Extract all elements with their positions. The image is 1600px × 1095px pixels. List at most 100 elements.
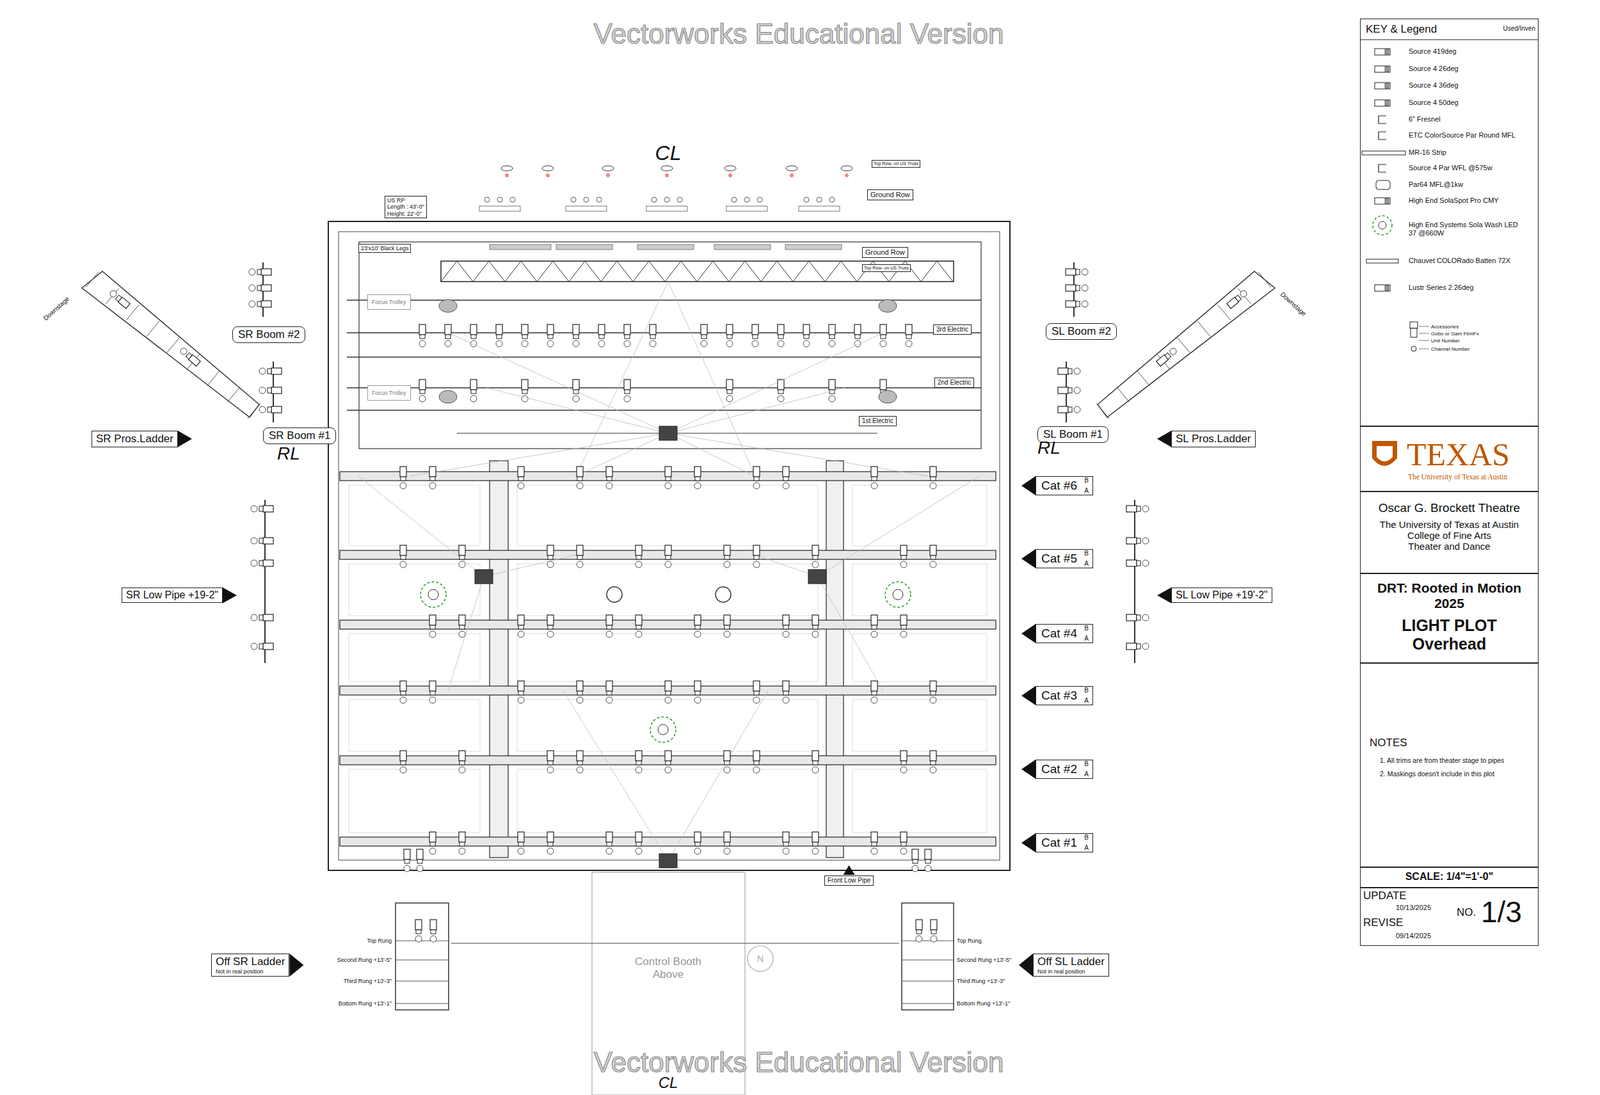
ladder-rung <box>1136 370 1150 386</box>
sola-wash <box>885 581 911 608</box>
channel-circle <box>248 268 256 276</box>
channel-circle <box>752 340 759 347</box>
channel-circle <box>419 340 426 347</box>
label-arrow <box>1021 476 1036 496</box>
luminaire-body <box>429 832 436 843</box>
node-text: 3rd Electric <box>936 325 969 334</box>
plot-annotation: Top Rung <box>366 937 392 944</box>
luminaire-symbol <box>429 466 436 489</box>
luminaire-lens <box>783 476 789 481</box>
luminaire-body <box>915 919 923 930</box>
legend-entry: Par64 MFL@1kw <box>1408 180 1464 189</box>
luminaire-symbol <box>624 324 631 347</box>
node-text: 2. Maskings doesn't include in this plot <box>1379 769 1495 778</box>
luminaire-symbol <box>547 615 554 638</box>
luminaire-symbol <box>517 680 525 704</box>
luminaire-symbol <box>259 387 282 394</box>
plot-annotation: Accessories <box>1431 323 1459 330</box>
top-row-light <box>724 165 736 171</box>
luminaire-symbol <box>400 545 407 568</box>
luminaire-symbol <box>930 919 937 943</box>
luminaire-lens <box>518 691 524 696</box>
luminaire-body <box>430 919 437 930</box>
plot-label-box: 23'x10' Black Legs <box>358 243 411 253</box>
luminaire-body <box>900 615 907 626</box>
luminaire-lens <box>1136 506 1141 512</box>
node-text: A <box>1084 696 1089 705</box>
channel-circle <box>694 631 701 638</box>
channel-circle <box>430 935 437 943</box>
luminaire-lens <box>1164 352 1172 360</box>
plot-label-box: SR Boom #1 <box>263 427 336 445</box>
plot-annotation: N <box>757 953 764 964</box>
luminaire-lens <box>1136 560 1141 566</box>
focus-line <box>486 387 669 434</box>
channel-circle <box>1239 289 1248 299</box>
luminaire-body <box>606 615 613 626</box>
channel-circle <box>248 284 256 292</box>
channel-circle <box>458 561 466 568</box>
luminaire-lens <box>606 476 612 481</box>
luminaire-body <box>635 615 642 626</box>
luminaire-symbol <box>517 466 525 489</box>
legend-entry: Source 419deg <box>1408 47 1457 56</box>
legend-wash <box>1372 215 1392 235</box>
luminaire-lens <box>267 368 272 374</box>
luminaire-body <box>812 545 819 556</box>
title-block-panel: UPDATE10/13/2025REVISE09/14/2025NO.1/3 <box>1360 887 1539 946</box>
node-text: REVISE <box>1363 916 1403 930</box>
channel-circle <box>900 766 907 774</box>
luminaire-body <box>547 615 554 626</box>
channel-circle <box>635 631 642 638</box>
luminaire-symbol <box>871 680 878 704</box>
channel-circle <box>250 537 258 544</box>
luminaire-symbol <box>753 680 760 704</box>
luminaire-lens <box>459 625 465 630</box>
luminaire-body <box>458 832 466 843</box>
luminaire-lens <box>930 760 936 765</box>
legend-entry: ETC ColorSource Par Round MFL <box>1408 131 1516 140</box>
plot-label-box: Cat #4BA <box>1035 624 1094 644</box>
luminaire-symbol <box>250 614 274 621</box>
luminaire-lens <box>1068 407 1072 413</box>
luminaire-lens <box>871 625 877 630</box>
sola-wash-core <box>657 724 669 735</box>
plot-annotation: Gobo or Gam FilmFx <box>1431 330 1480 337</box>
node-text: Front Low Pipe <box>827 876 871 885</box>
luminaire-lens <box>783 842 789 847</box>
luminaire-symbol <box>900 832 907 855</box>
node-text: Oscar G. Brockett Theatre <box>1361 501 1537 516</box>
channel-circle <box>664 482 672 489</box>
luminaire-symbol <box>635 615 642 638</box>
legend-luminaire <box>1374 82 1391 89</box>
node-text: SR Low Pipe +19-2" <box>126 589 219 601</box>
luminaire-body <box>429 680 436 692</box>
luminaire-symbol <box>458 545 466 568</box>
channel-circle <box>753 561 760 568</box>
luminaire-symbol <box>871 615 878 638</box>
plot-annotation: Second Rung +13'-5" <box>337 956 392 964</box>
luminaire-lens <box>753 691 760 696</box>
channel-circle <box>419 395 426 402</box>
seating-block <box>348 485 480 546</box>
channel-circle <box>726 340 733 347</box>
luminaire-lens <box>547 334 553 339</box>
plot-label-box: SR Pros.Ladder <box>91 430 178 448</box>
luminaire-symbol <box>782 680 790 704</box>
luminaire-body <box>700 324 708 335</box>
seating-block <box>348 563 480 616</box>
plot-label-box: Cat #1BA <box>1035 833 1094 853</box>
node-text: B <box>1084 760 1089 768</box>
luminaire-body <box>753 750 760 761</box>
node-text: 23'x10' Black Legs <box>360 245 409 252</box>
luminaire-symbol <box>694 680 701 704</box>
node-text: Ground Row <box>870 190 911 200</box>
luminaire-body <box>458 750 466 761</box>
luminaire-body <box>929 750 937 761</box>
node-text: SCALE: 1/4"=1'-0" <box>1360 871 1538 883</box>
plot-annotation: Second Rung +13'-5" <box>956 956 1012 964</box>
node-text: Cat #6 <box>1041 478 1078 493</box>
luminaire-symbol <box>576 545 584 568</box>
luminaire-body <box>419 324 426 335</box>
